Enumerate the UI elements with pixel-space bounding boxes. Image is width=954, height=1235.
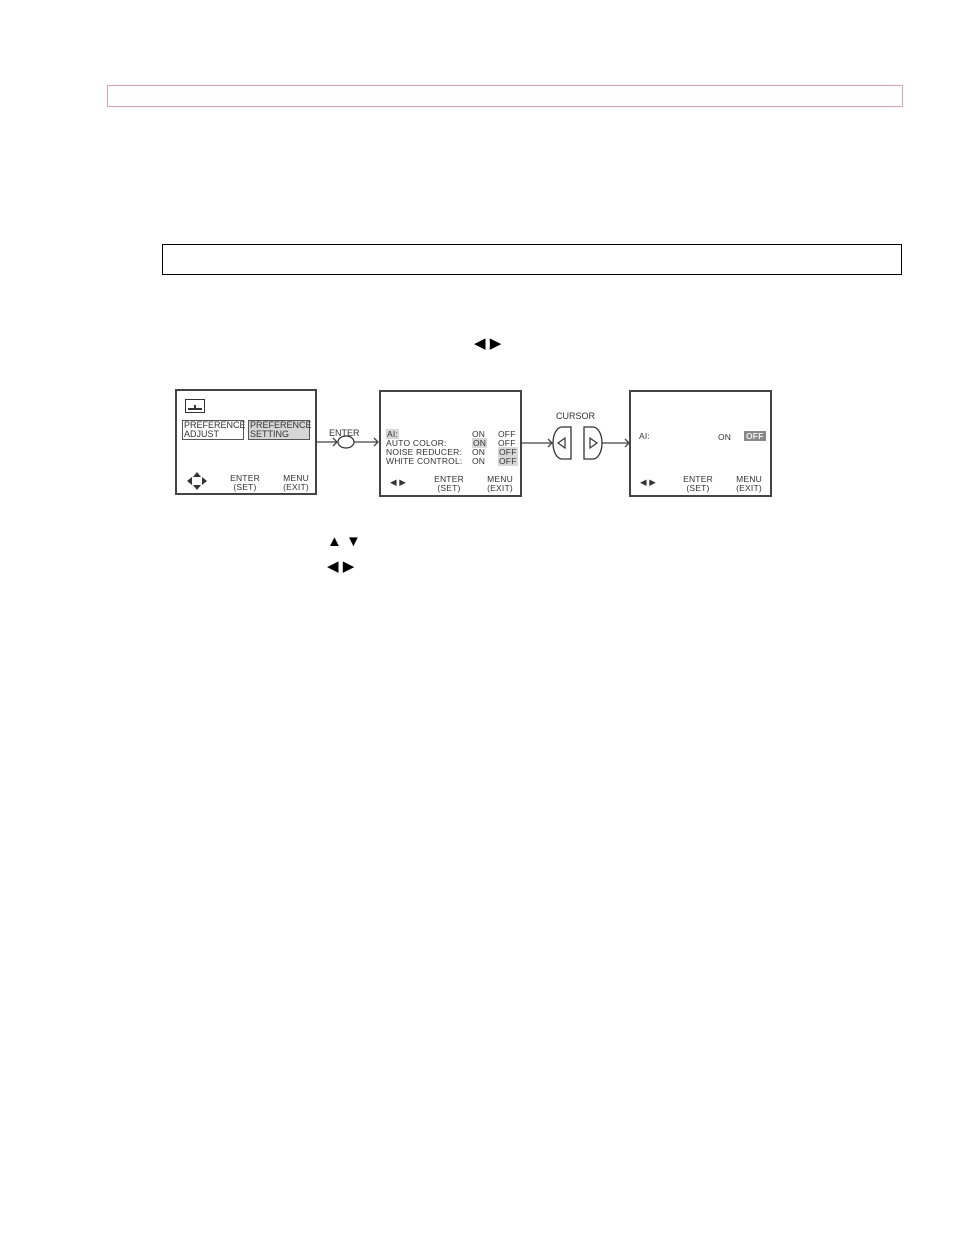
settings-row[interactable]: AI: xyxy=(386,429,399,439)
menu-screen-settings: AI: ON OFF AUTO COLOR: ON OFF NOISE REDU… xyxy=(379,390,522,497)
enter-set-hint: ENTER (SET) xyxy=(683,474,713,493)
auto-color-on-value: ON xyxy=(472,438,488,448)
menu-screen-preference: PREFERENCE ADJUST PREFERENCE SETTING ENT… xyxy=(175,389,317,495)
menu-exit-hint: MENU (EXIT) xyxy=(283,473,309,492)
enter-set-hint: ENTER (SET) xyxy=(230,473,260,492)
auto-color-off-value: OFF xyxy=(498,438,516,448)
enter-button-icon[interactable] xyxy=(337,435,355,449)
menu-exit-hint: MENU (EXIT) xyxy=(736,474,762,493)
ai-label[interactable]: AI: xyxy=(639,431,650,441)
cursor-right-button-icon[interactable] xyxy=(583,426,603,460)
enter-flow-arrow xyxy=(317,437,379,447)
settings-row[interactable]: AUTO COLOR: xyxy=(386,438,447,448)
menu-screen-ai: AI: ON OFF ◀ ▶ ENTER (SET) MENU (EXIT) xyxy=(629,390,772,497)
up-down-arrows-icon: ▲ ▼ xyxy=(327,533,361,550)
tv-icon xyxy=(185,399,205,413)
left-right-nav-icon: ◀ ▶ xyxy=(640,477,657,487)
settings-row[interactable]: WHITE CONTROL: xyxy=(386,456,463,466)
noise-reducer-on-value: ON xyxy=(472,447,486,457)
ai-off-value: OFF xyxy=(744,431,766,441)
ai-on-value: ON xyxy=(718,432,732,442)
ai-off-value: OFF xyxy=(498,429,516,439)
cursor-left-button-icon[interactable] xyxy=(552,426,572,460)
white-control-off-value: OFF xyxy=(498,456,518,466)
enter-set-hint: ENTER (SET) xyxy=(434,474,464,493)
left-right-arrows-icon: ◀ ▶ xyxy=(474,335,502,352)
cursor-label: CURSOR xyxy=(556,411,596,421)
ai-on-value: ON xyxy=(472,429,486,439)
settings-row[interactable]: NOISE REDUCER: xyxy=(386,447,463,457)
four-way-arrows-icon xyxy=(187,472,207,490)
preference-adjust-option[interactable]: PREFERENCE ADJUST xyxy=(182,420,246,440)
cursor-buttons xyxy=(522,438,630,448)
menu-exit-hint: MENU (EXIT) xyxy=(487,474,513,493)
left-right-arrows-icon: ◀ ▶ xyxy=(327,558,355,575)
white-control-on-value: ON xyxy=(472,456,486,466)
noise-reducer-off-value: OFF xyxy=(498,447,518,457)
header-bar xyxy=(107,85,903,107)
section-title-box xyxy=(162,244,902,275)
preference-setting-option[interactable]: PREFERENCE SETTING xyxy=(248,420,312,440)
left-right-nav-icon: ◀ ▶ xyxy=(390,477,407,487)
enter-button-label: ENTER xyxy=(329,428,360,438)
